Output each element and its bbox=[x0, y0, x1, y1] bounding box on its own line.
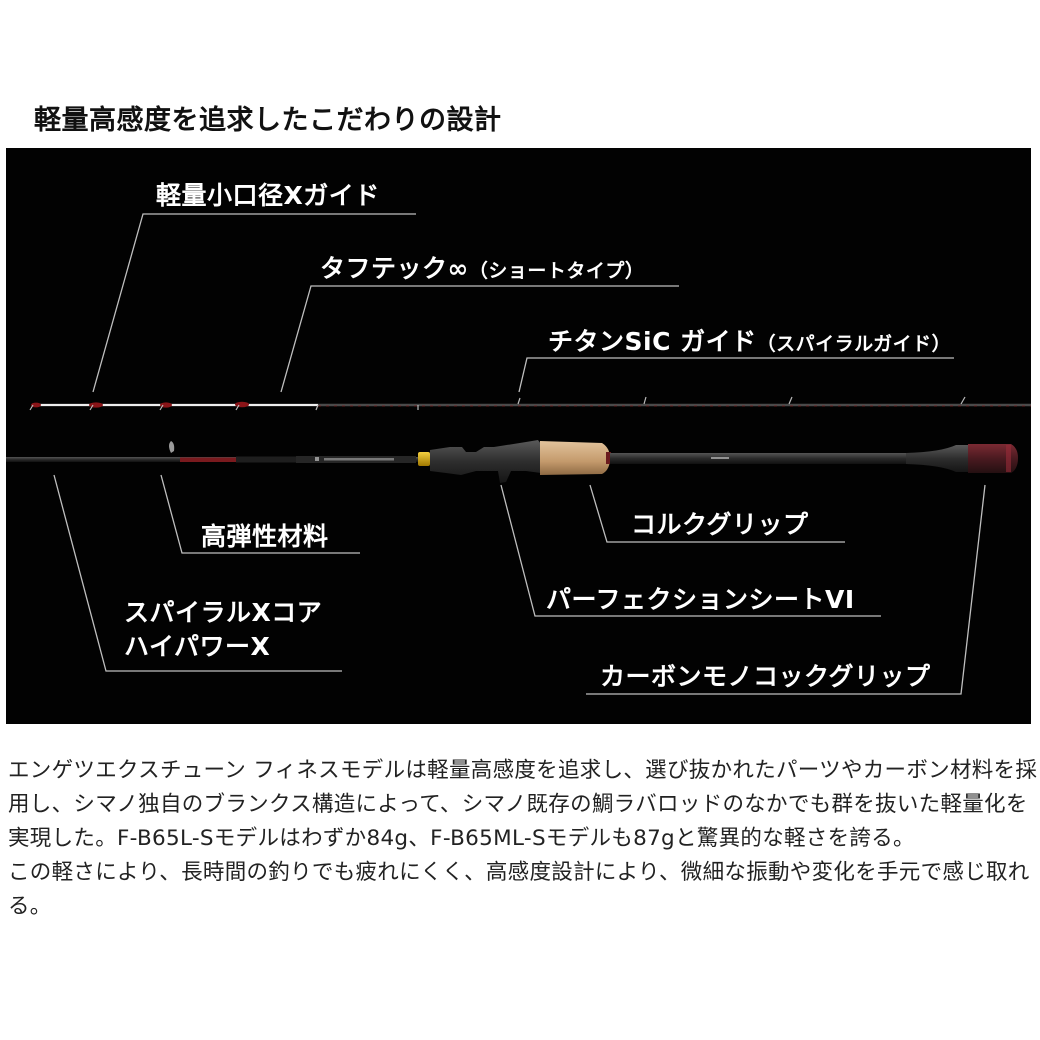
callout-tuftec: タフテック∞（ショートタイプ） bbox=[320, 254, 645, 283]
rod-illustration bbox=[6, 213, 1031, 695]
butt-section bbox=[6, 440, 1018, 483]
description-paragraph-1: エンゲツエクスチューン フィネスモデルは軽量高感度を追求し、選び抜かれたパーツや… bbox=[8, 758, 1038, 851]
callout-guide-x: 軽量小口径Xガイド bbox=[156, 181, 380, 210]
rod-feature-diagram: 軽量小口径Xガイド タフテック∞（ショートタイプ） チタンSiC ガイド（スパイ… bbox=[6, 148, 1031, 724]
section-heading: 軽量高感度を追求したこだわりの設計 bbox=[34, 105, 502, 137]
callout-high-elastic: 高弾性材料 bbox=[201, 522, 329, 551]
callout-spiral-x: スパイラルXコア ハイパワーX bbox=[124, 598, 323, 661]
tip-section bbox=[29, 396, 1031, 411]
callout-carbon-grip: カーボンモノコックグリップ bbox=[600, 662, 931, 691]
callout-sic-guide: チタンSiC ガイド（スパイラルガイド） bbox=[548, 327, 952, 356]
description-paragraph-2: この軽さにより、長時間の釣りでも疲れにくく、高感度設計により、微細な振動や変化を… bbox=[8, 860, 1030, 919]
description: エンゲツエクスチューン フィネスモデルは軽量高感度を追求し、選び抜かれたパーツや… bbox=[8, 754, 1038, 924]
callout-lines bbox=[53, 213, 986, 695]
callout-perfection-seat: パーフェクションシートVI bbox=[546, 585, 855, 614]
callout-cork-grip: コルクグリップ bbox=[631, 510, 809, 539]
